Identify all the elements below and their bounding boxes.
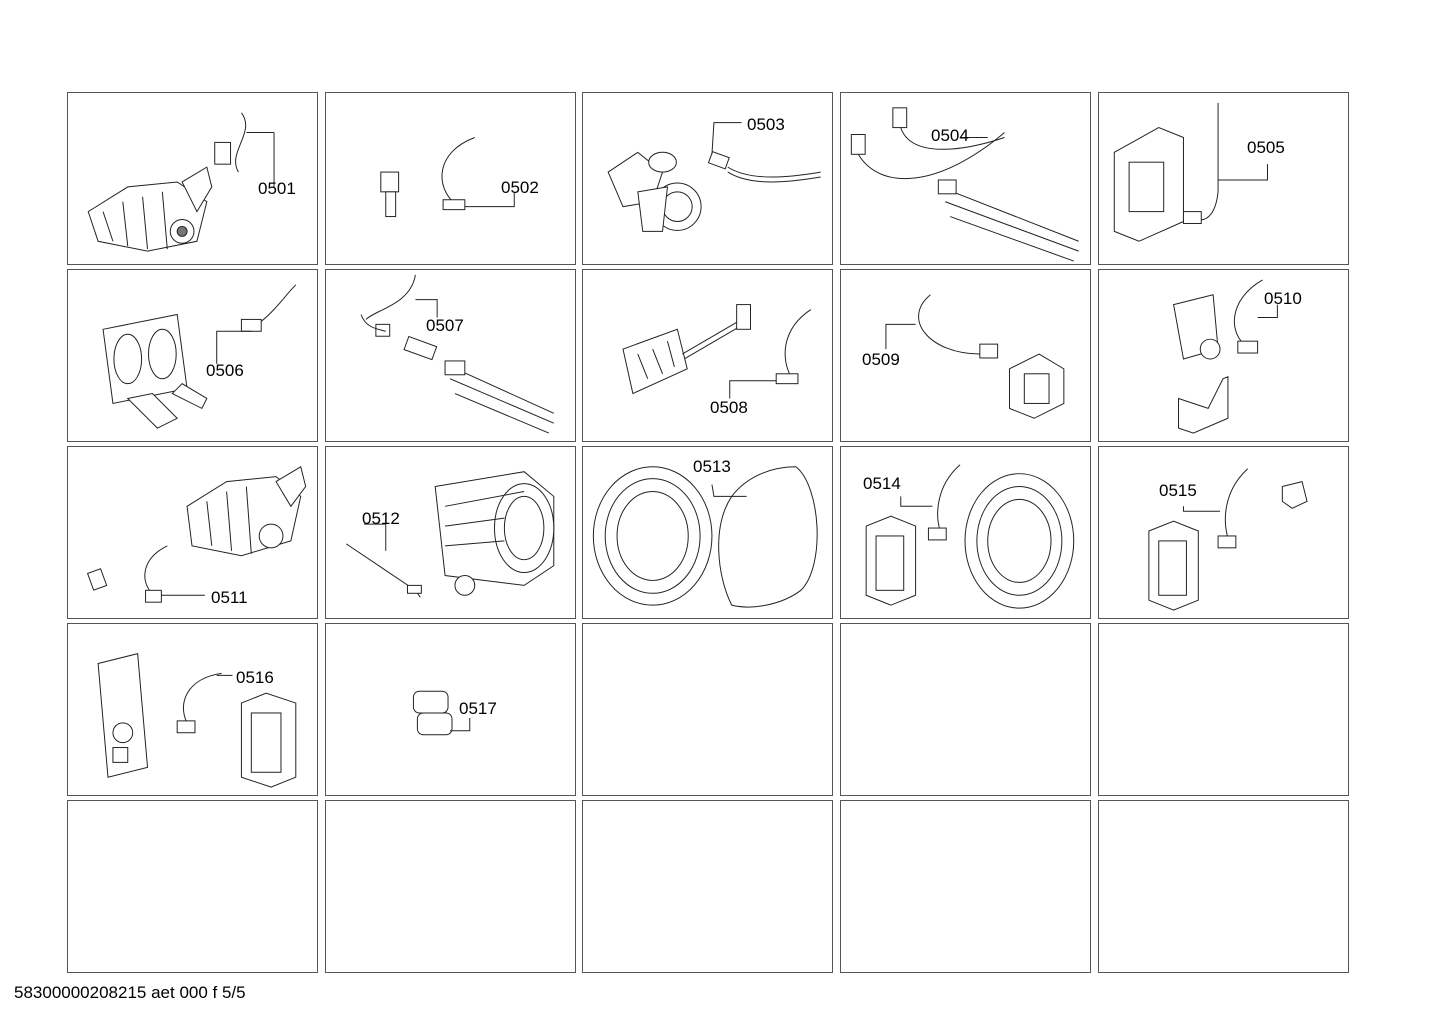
empty-cell bbox=[67, 800, 318, 973]
heater-cable-icon bbox=[850, 107, 1079, 262]
motor-cable-icon bbox=[86, 466, 307, 603]
part-label-0515: 0515 bbox=[1159, 481, 1197, 500]
part-cell-0511[interactable]: 0511 bbox=[67, 446, 318, 619]
heater-sensor-icon bbox=[360, 274, 554, 434]
part-cell-0510[interactable]: 0510 bbox=[1098, 269, 1349, 442]
part-cell-0514[interactable]: 0514 bbox=[840, 446, 1091, 619]
part-cell-0508[interactable]: 0508 bbox=[582, 269, 833, 442]
empty-cell bbox=[325, 800, 576, 973]
part-label-0502: 0502 bbox=[501, 178, 539, 197]
part-label-0511: 0511 bbox=[211, 588, 248, 607]
empty-cell bbox=[840, 623, 1091, 796]
control-module-icon bbox=[1113, 102, 1268, 242]
part-cell-0507[interactable]: 0507 bbox=[325, 269, 576, 442]
part-label-0505: 0505 bbox=[1247, 138, 1285, 157]
part-cell-0517[interactable]: 0517 bbox=[325, 623, 576, 796]
part-label-0509: 0509 bbox=[862, 350, 900, 369]
part-cell-0502[interactable]: 0502 bbox=[325, 92, 576, 265]
sensor-cable-icon bbox=[380, 137, 515, 218]
empty-cell bbox=[1098, 623, 1349, 796]
part-label-0506: 0506 bbox=[206, 361, 244, 380]
part-label-0510: 0510 bbox=[1264, 289, 1302, 308]
module-sensor-icon bbox=[1148, 468, 1308, 611]
door-ring-harness-icon bbox=[592, 466, 818, 608]
part-cell-0506[interactable]: 0506 bbox=[67, 269, 318, 442]
part-label-0507: 0507 bbox=[426, 316, 464, 335]
bracket-icon bbox=[412, 690, 471, 736]
empty-cell bbox=[840, 800, 1091, 973]
part-cell-0505[interactable]: 0505 bbox=[1098, 92, 1349, 265]
drain-pump-icon bbox=[607, 122, 821, 232]
part-cell-0515[interactable]: 0515 bbox=[1098, 446, 1349, 619]
part-label-0512: 0512 bbox=[362, 509, 400, 528]
part-label-0501: 0501 bbox=[258, 179, 296, 198]
module-ring-icon bbox=[865, 464, 1075, 609]
part-cell-0501[interactable]: 0501 bbox=[67, 92, 318, 265]
document-footer: 58300000208215 aet 000 f 5/5 bbox=[14, 983, 246, 1002]
part-label-0514: 0514 bbox=[863, 474, 901, 493]
part-label-0504: 0504 bbox=[931, 126, 969, 145]
drum-icon bbox=[345, 471, 555, 598]
part-cell-0504[interactable]: 0504 bbox=[840, 92, 1091, 265]
part-cell-0512[interactable]: 0512 bbox=[325, 446, 576, 619]
valve-bracket-icon bbox=[1173, 279, 1278, 434]
part-label-0503: 0503 bbox=[747, 115, 785, 134]
part-cell-0513[interactable]: 0513 bbox=[582, 446, 833, 619]
board-module-icon bbox=[97, 653, 297, 788]
valve-icon bbox=[102, 284, 297, 429]
empty-cell bbox=[582, 800, 833, 973]
part-label-0517: 0517 bbox=[459, 699, 497, 718]
pump-motor-icon bbox=[87, 112, 275, 252]
part-cell-0509[interactable]: 0509 bbox=[840, 269, 1091, 442]
part-label-0513: 0513 bbox=[693, 457, 731, 476]
part-label-0508: 0508 bbox=[710, 398, 748, 417]
pump-cable-icon bbox=[885, 294, 1065, 419]
part-label-0516: 0516 bbox=[236, 668, 274, 687]
empty-cell bbox=[1098, 800, 1349, 973]
part-cell-0503[interactable]: 0503 bbox=[582, 92, 833, 265]
circuit-board-icon bbox=[622, 304, 812, 399]
empty-cell bbox=[582, 623, 833, 796]
part-cell-0516[interactable]: 0516 bbox=[67, 623, 318, 796]
